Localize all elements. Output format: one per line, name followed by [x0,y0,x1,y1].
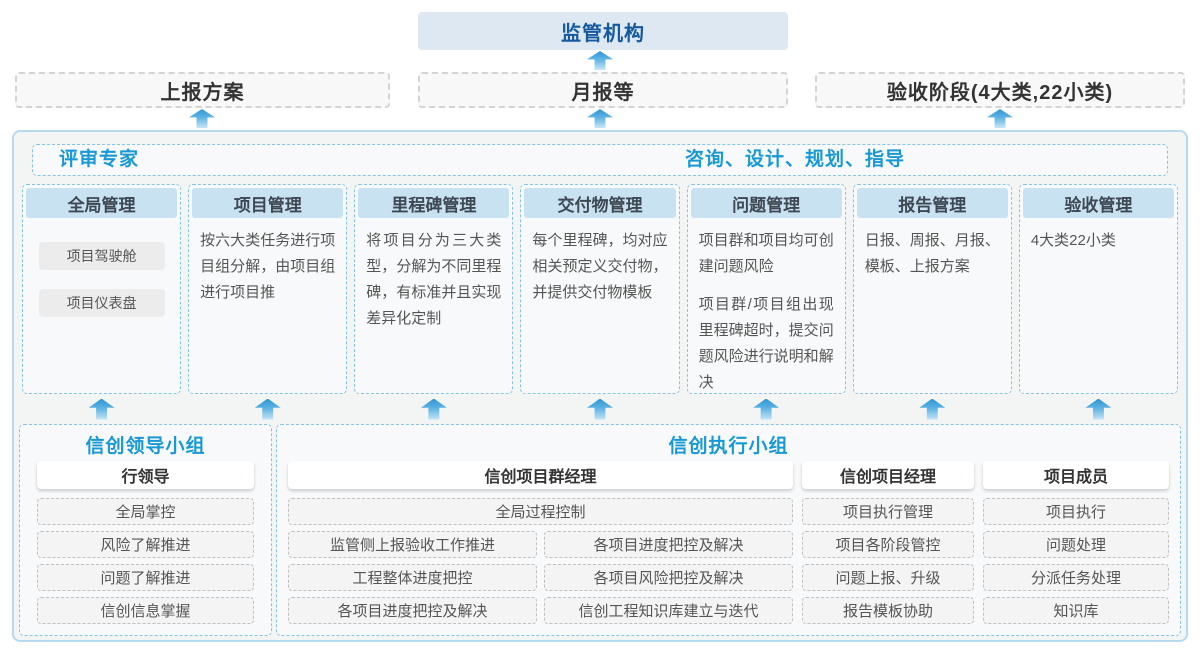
column-paragraph: 日报、周报、月报、模板、上报方案 [864,232,1000,275]
column-body: 每个里程碑，均对应相关预定义交付物，并提供交付物模板 [521,218,678,316]
column-title: 问题管理 [690,188,842,218]
regulator-box: 监管机构 [418,12,788,50]
list-item: 全局掌控 [37,498,254,525]
list-item: 分派任务处理 [983,564,1169,591]
up-arrow-icon [88,398,115,420]
list-item: 项目执行 [983,498,1169,525]
up-arrow-icon [987,109,1013,128]
column-body: 将项目分为三大类型，分解为不同里程碑，有标准并且实现差异化定制 [355,218,512,342]
column-arrows [22,394,1178,424]
role-program-manager: 信创项目群经理 [288,461,793,489]
column-title: 交付物管理 [524,188,676,218]
bottom-groups: 信创领导小组 行领导 全局掌控 风险了解推进 问题了解推进 信创信息掌握 信创执… [19,424,1181,636]
list-item: 工程整体进度把控 [288,564,537,591]
list-item: 项目各阶段管控 [802,531,974,558]
column-report-mgmt: 报告管理 日报、周报、月报、模板、上报方案 [852,184,1012,394]
list-item: 信创工程知识库建立与迭代 [544,597,793,624]
list-item: 问题处理 [983,531,1169,558]
role-bank-leaders: 行领导 [37,461,254,489]
column-title: 里程碑管理 [358,188,510,218]
program-manager-items: 全局过程控制 监管侧上报验收工作推进 各项目进度把控及解决 工程整体进度把控 各… [288,498,793,624]
column-acceptance-mgmt: 验收管理 4大类22小类 [1018,184,1178,394]
column-title: 验收管理 [1022,188,1174,218]
up-arrow-icon [189,109,215,128]
list-item: 监管侧上报验收工作推进 [288,531,537,558]
column-project-mgmt: 项目管理 按六大类任务进行项目组分解，由项目组进行项目推 [188,184,348,394]
list-item: 报告模板协助 [802,597,974,624]
column-milestone-mgmt: 里程碑管理 将项目分为三大类型，分解为不同里程碑，有标准并且实现差异化定制 [354,184,514,394]
up-arrow-icon [586,398,613,420]
column-paragraph: 将项目分为三大类型，分解为不同里程碑，有标准并且实现差异化定制 [366,232,502,327]
column-paragraph: 4大类22小类 [1030,232,1116,249]
member-column: 项目成员 项目执行 问题处理 分派任务处理 知识库 [983,457,1169,624]
list-item: 知识库 [983,597,1169,624]
management-columns: 全局管理 项目驾驶舱 项目仪表盘 项目管理 按六大类任务进行项目组分解，由项目组… [22,184,1178,394]
column-title: 项目管理 [192,188,344,218]
column-issue-mgmt: 问题管理 项目群和项目均可创建问题风险 项目群/项目组出现里程碑超时，提交问题风… [686,184,846,394]
chip-project-dashboard: 项目仪表盘 [38,289,165,317]
up-arrow-icon [753,398,780,420]
execution-columns: 信创项目群经理 全局过程控制 监管侧上报验收工作推进 各项目进度把控及解决 工程… [288,457,1169,624]
column-body: 项目驾驶舱 项目仪表盘 [23,218,180,327]
list-item: 问题上报、升级 [802,564,974,591]
column-paragraph: 按六大类任务进行项目组分解，由项目组进行项目推 [200,232,336,301]
monthly-report-box: 月报等 [418,72,788,108]
list-item: 风险了解推进 [37,531,254,558]
column-title: 报告管理 [856,188,1008,218]
column-title: 全局管理 [26,188,178,218]
up-arrow-icon [919,398,946,420]
list-item: 问题了解推进 [37,564,254,591]
leadership-group: 信创领导小组 行领导 全局掌控 风险了解推进 问题了解推进 信创信息掌握 [19,424,272,636]
program-manager-column: 信创项目群经理 全局过程控制 监管侧上报验收工作推进 各项目进度把控及解决 工程… [288,457,793,624]
execution-group-title: 信创执行小组 [668,436,789,457]
column-global-mgmt: 全局管理 项目驾驶舱 项目仪表盘 [22,184,182,394]
list-item: 项目执行管理 [802,498,974,525]
list-item: 全局过程控制 [288,498,793,525]
report-plan-box: 上报方案 [15,72,390,108]
list-item: 各项目风险把控及解决 [544,564,793,591]
list-item: 各项目进度把控及解决 [288,597,537,624]
leadership-group-title: 信创领导小组 [85,436,206,457]
column-body: 日报、周报、月报、模板、上报方案 [854,218,1011,290]
project-manager-items: 项目执行管理 项目各阶段管控 问题上报、升级 报告模板协助 [802,498,974,624]
leadership-items: 全局掌控 风险了解推进 问题了解推进 信创信息掌握 [37,498,254,624]
experts-banner: 评审专家 咨询、设计、规划、指导 [32,144,1168,176]
up-arrow-icon [587,51,613,70]
column-paragraph: 每个里程碑，均对应相关预定义交付物，并提供交付物模板 [532,232,668,301]
member-items: 项目执行 问题处理 分派任务处理 知识库 [983,498,1169,624]
column-paragraph: 项目群/项目组出现里程碑超时，提交问题风险进行说明和解决 [698,296,834,391]
list-item: 信创信息掌握 [37,597,254,624]
program-manager-grid: 监管侧上报验收工作推进 各项目进度把控及解决 工程整体进度把控 各项目风险把控及… [288,531,793,624]
column-deliverable-mgmt: 交付物管理 每个里程碑，均对应相关预定义交付物，并提供交付物模板 [520,184,680,394]
chip-project-cockpit: 项目驾驶舱 [38,242,165,270]
consulting-label: 咨询、设计、规划、指导 [685,149,906,170]
column-body: 按六大类任务进行项目组分解，由项目组进行项目推 [189,218,346,316]
role-project-manager: 信创项目经理 [802,461,974,489]
acceptance-phase-box: 验收阶段(4大类,22小类) [815,72,1185,108]
column-body: 项目群和项目均可创建问题风险 项目群/项目组出现里程碑超时，提交问题风险进行说明… [688,218,845,393]
review-experts-label: 评审专家 [59,149,140,170]
up-arrow-icon [1085,398,1112,420]
execution-group: 信创执行小组 信创项目群经理 全局过程控制 监管侧上报验收工作推进 各项目进度把… [276,424,1181,636]
up-arrow-icon [254,398,281,420]
up-arrow-icon [420,398,447,420]
up-arrow-icon [587,109,613,128]
project-manager-column: 信创项目经理 项目执行管理 项目各阶段管控 问题上报、升级 报告模板协助 [802,457,974,624]
role-member: 项目成员 [983,461,1169,489]
column-paragraph: 项目群和项目均可创建问题风险 [698,232,834,275]
platform-container: 评审专家 咨询、设计、规划、指导 全局管理 项目驾驶舱 项目仪表盘 项目管理 按… [12,130,1188,642]
column-body: 4大类22小类 [1020,218,1177,264]
list-item: 各项目进度把控及解决 [544,531,793,558]
